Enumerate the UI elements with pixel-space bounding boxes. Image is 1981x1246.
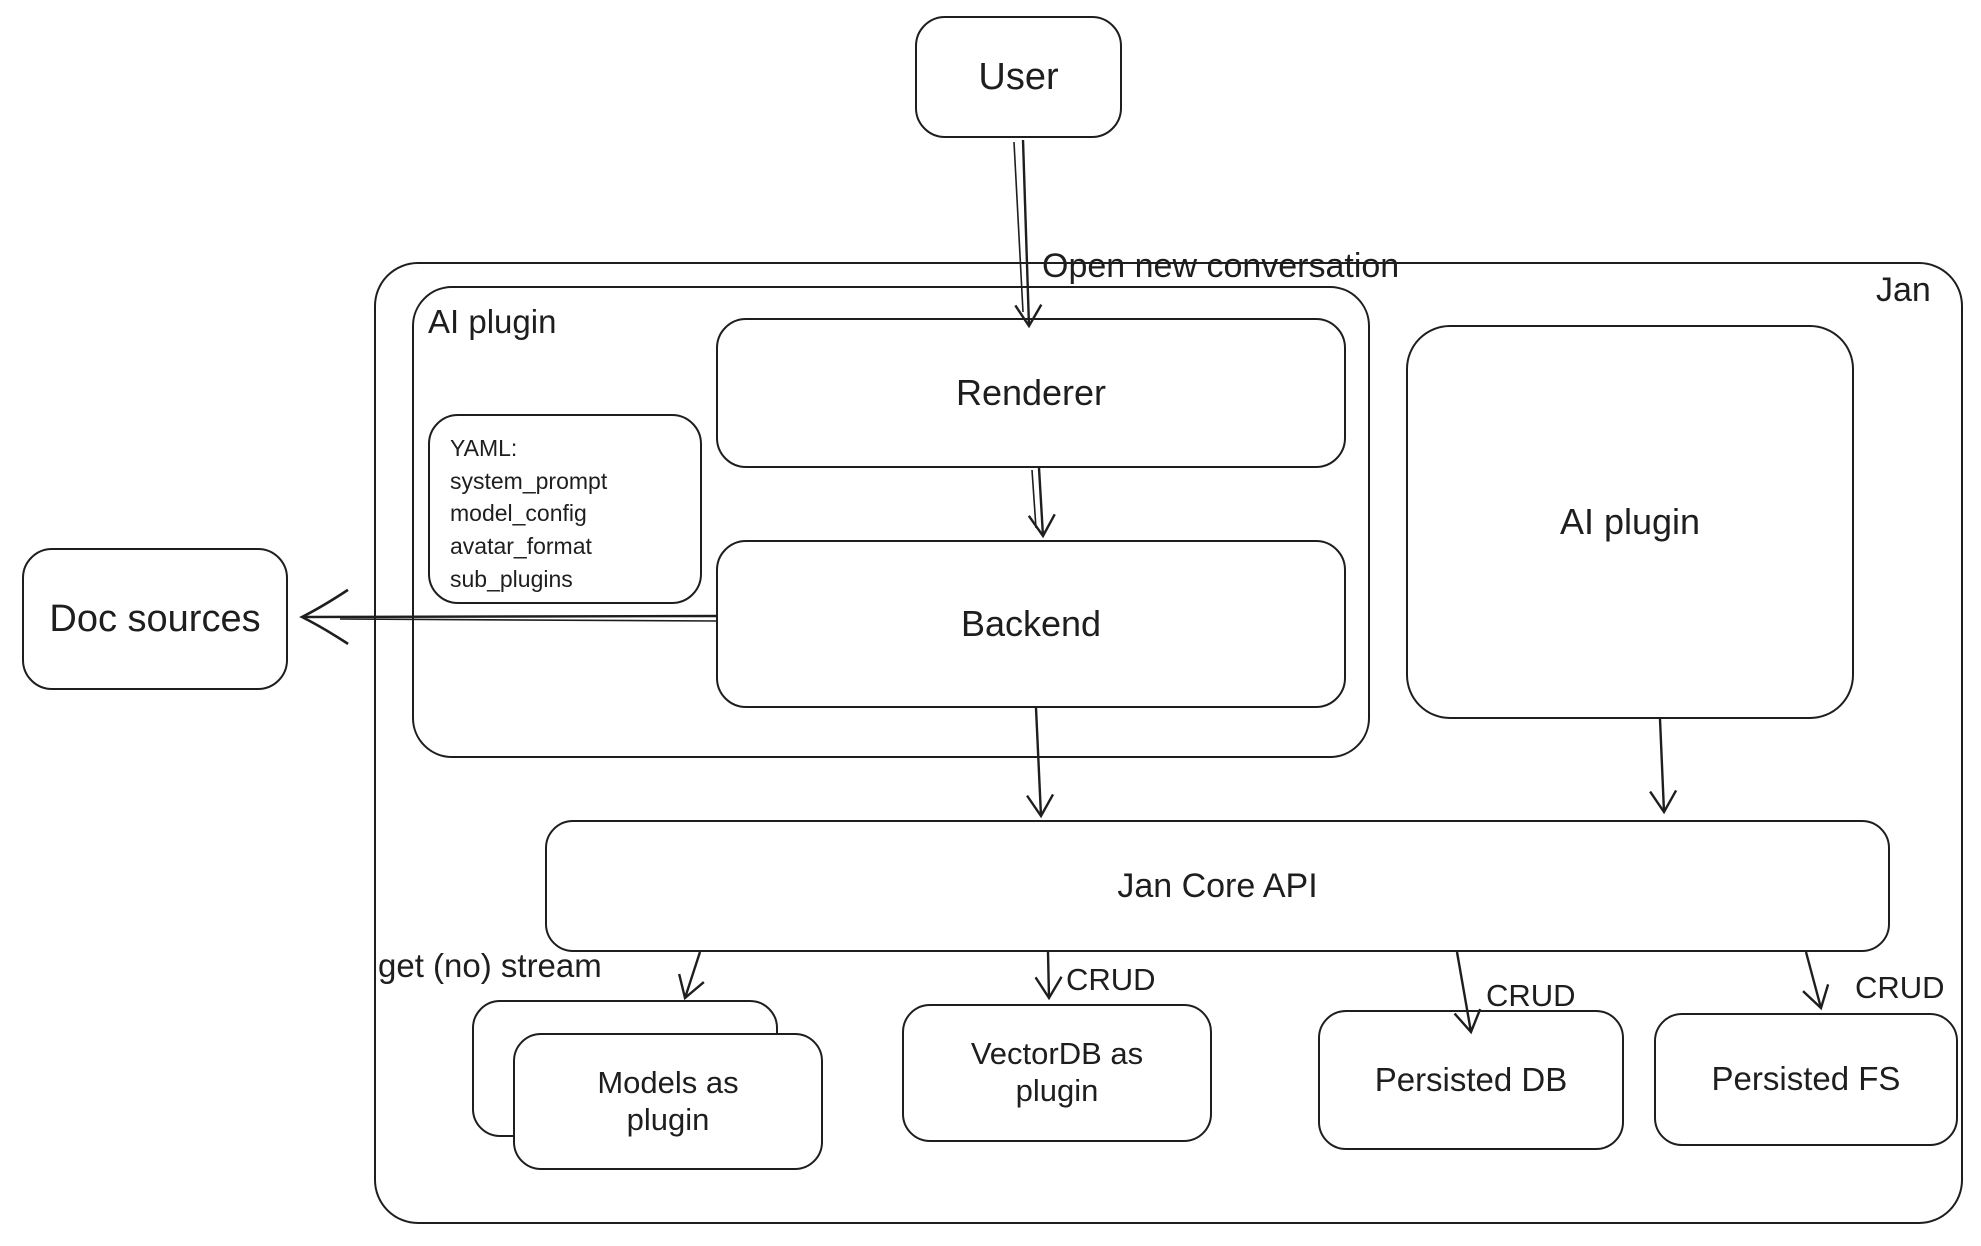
node-ai-plugin-right-label: AI plugin <box>1559 500 1701 542</box>
container-ai-plugin-left-label: AI plugin <box>428 303 557 340</box>
note-yaml-line-0: YAML: <box>450 435 518 461</box>
node-models-plugin: Models as plugin <box>513 1033 823 1170</box>
node-vectordb-plugin-line2: plugin <box>1015 1073 1099 1108</box>
edge-label-crud-persisted-db: CRUD <box>1486 978 1576 1013</box>
edge-label-get-no-stream: get (no) stream <box>378 947 602 984</box>
node-jan-core-api: Jan Core API <box>545 820 1890 952</box>
node-user: User <box>915 16 1122 138</box>
node-renderer: Renderer <box>716 318 1346 468</box>
node-backend: Backend <box>716 540 1346 708</box>
edge-label-crud-vectordb: CRUD <box>1066 962 1156 997</box>
edge-label-crud-persisted-fs: CRUD <box>1855 970 1945 1005</box>
node-vectordb-plugin: VectorDB as plugin <box>902 1004 1212 1142</box>
node-user-label: User <box>978 55 1059 98</box>
node-models-plugin-line1: Models as <box>597 1064 739 1100</box>
node-models-plugin-line2: plugin <box>626 1101 710 1137</box>
node-persisted-db: Persisted DB <box>1318 1010 1624 1150</box>
node-vectordb-plugin-line1: VectorDB as <box>970 1036 1144 1072</box>
node-persisted-fs: Persisted FS <box>1654 1013 1958 1146</box>
node-ai-plugin-right: AI plugin <box>1406 325 1854 719</box>
node-backend-label: Backend <box>960 602 1102 644</box>
note-yaml-line-4: sub_plugins <box>450 565 573 592</box>
node-doc-sources-label: Doc sources <box>49 597 261 640</box>
node-persisted-fs-label: Persisted FS <box>1711 1060 1901 1098</box>
note-yaml-line-2: model_config <box>450 500 587 527</box>
node-jan-core-api-label: Jan Core API <box>1117 866 1318 905</box>
container-ai-plugin-left <box>412 286 1370 758</box>
node-renderer-label: Renderer <box>955 371 1107 413</box>
node-doc-sources: Doc sources <box>22 548 288 690</box>
note-yaml-line-3: avatar_format <box>450 532 592 559</box>
container-jan <box>374 262 1963 1224</box>
container-jan-label: Jan <box>1876 271 1931 309</box>
edge-label-user-line1: Open new conversation <box>1042 246 1400 285</box>
note-yaml-line-1: system_prompt <box>450 467 608 494</box>
note-yaml: YAML: system_prompt model_config avatar_… <box>428 414 702 604</box>
node-persisted-db-label: Persisted DB <box>1374 1060 1568 1098</box>
